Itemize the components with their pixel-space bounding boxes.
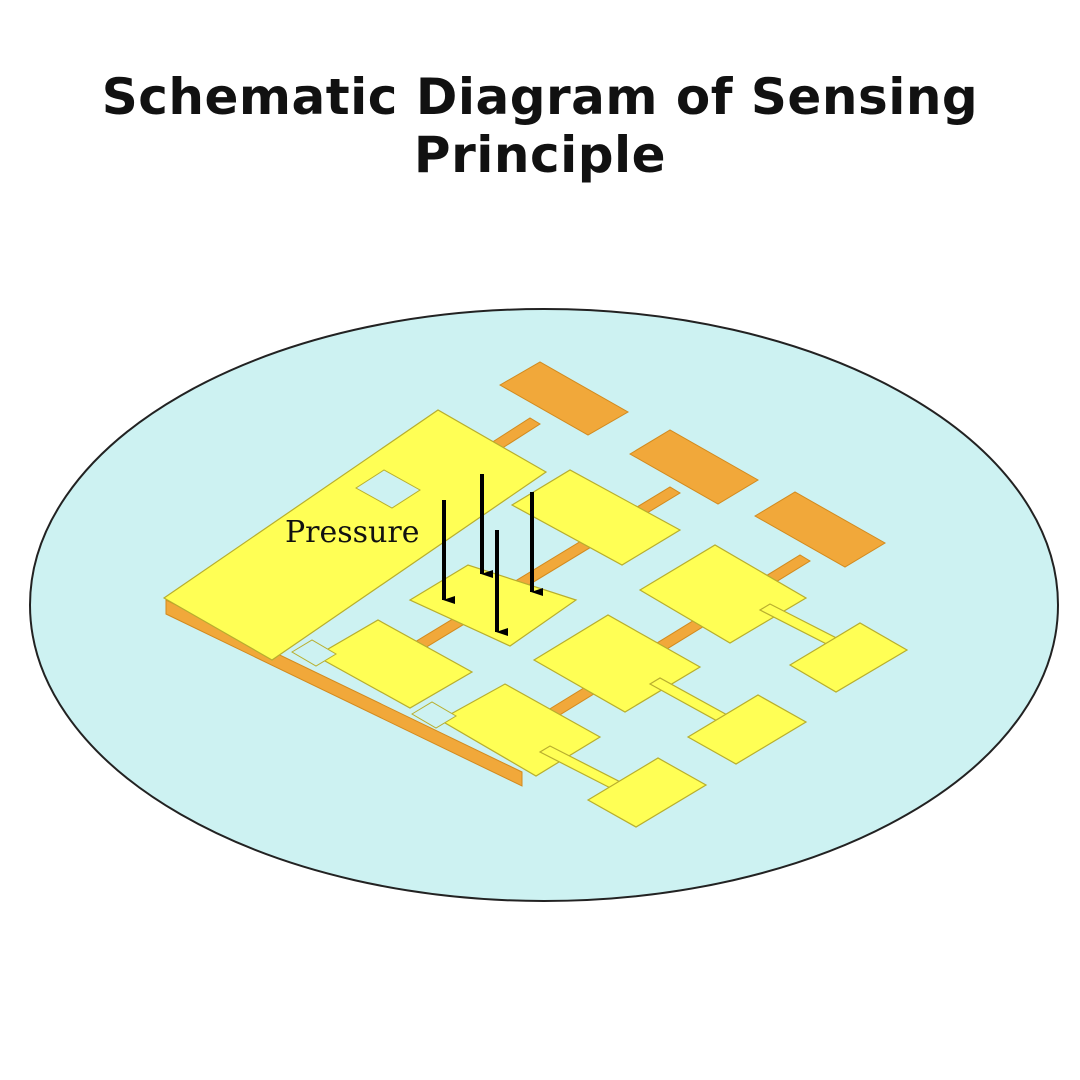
opening-1 [355,469,421,509]
pressure-arrows [442,474,543,636]
page-title: Schematic Diagram of Sensing Principle [101,68,979,184]
bottom-pad-2 [629,429,759,505]
opening-2 [291,639,337,667]
top-pad-2 [686,694,808,765]
opening-3 [411,701,457,729]
bottom-pad-3 [754,491,886,568]
top-electrode-1 [162,409,548,661]
top-electrode-layer [162,409,909,828]
top-electrode-4 [408,564,578,647]
top-electrode-2 [510,469,682,566]
pressure-label: Pressure [285,515,420,550]
top-electrode-6 [314,619,474,709]
top-pad-3 [586,757,708,828]
bottom-pad-1 [498,361,630,436]
top-pad-1 [788,622,909,693]
grid-openings [291,469,457,729]
top-electrode-3 [638,544,808,644]
